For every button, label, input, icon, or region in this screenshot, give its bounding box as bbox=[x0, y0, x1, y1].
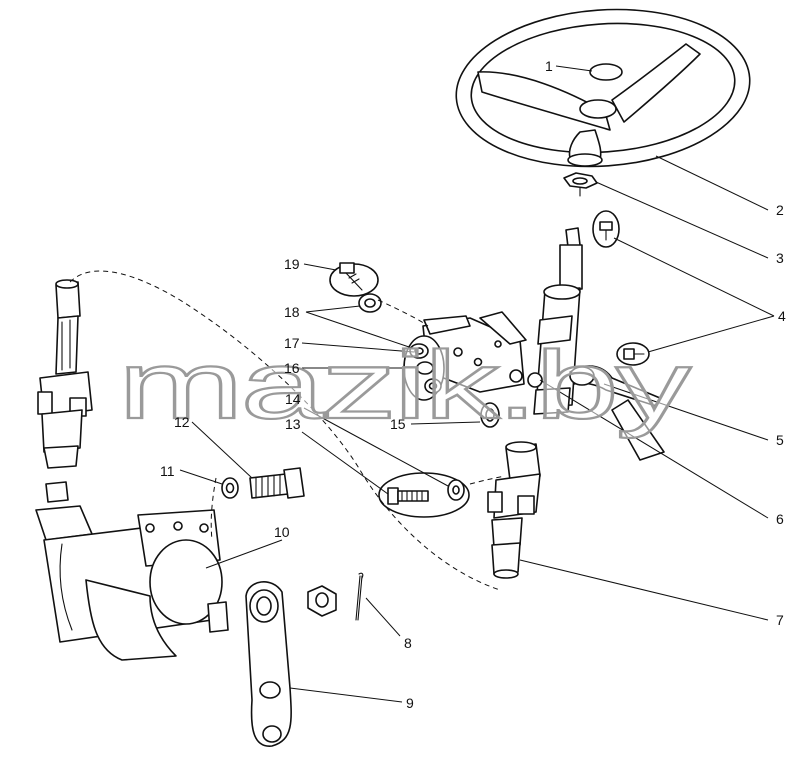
assembly-dashed-lines bbox=[69, 270, 506, 591]
callout-4: 4 bbox=[778, 308, 786, 324]
tilt-lever bbox=[569, 365, 665, 461]
callout-14: 14 bbox=[285, 391, 301, 407]
callout-10: 10 bbox=[274, 524, 290, 540]
callout-5: 5 bbox=[776, 432, 784, 448]
callout-1: 1 bbox=[545, 58, 553, 74]
bolt-group-13-14 bbox=[378, 472, 470, 518]
callout-9: 9 bbox=[406, 695, 414, 711]
callout-19: 19 bbox=[284, 256, 300, 272]
steering-wheel-nut bbox=[563, 172, 598, 197]
cotter-pin bbox=[355, 572, 364, 621]
horn-button-cap bbox=[589, 63, 623, 81]
washer-15 bbox=[480, 402, 500, 428]
castle-nut bbox=[307, 585, 337, 617]
callout-7: 7 bbox=[776, 612, 784, 628]
callout-11: 11 bbox=[160, 463, 175, 479]
bolt-12 bbox=[249, 467, 305, 499]
spring-washer-11 bbox=[221, 477, 239, 499]
steering-column bbox=[533, 227, 583, 415]
callout-18: 18 bbox=[284, 304, 300, 320]
callout-2: 2 bbox=[776, 202, 784, 218]
steering-wheel bbox=[455, 8, 751, 168]
mounting-screw-lower bbox=[616, 342, 650, 366]
callout-17: 17 bbox=[284, 335, 300, 351]
callout-labels: 1 2 3 4 5 6 7 8 9 10 11 12 13 14 15 16 1… bbox=[160, 58, 786, 711]
callout-15: 15 bbox=[390, 416, 406, 432]
callout-6: 6 bbox=[776, 511, 784, 527]
pitman-arm bbox=[245, 581, 292, 747]
callout-8: 8 bbox=[404, 635, 412, 651]
watermark: mazik.by bbox=[118, 332, 691, 439]
leader-lines bbox=[179, 65, 775, 703]
callout-12: 12 bbox=[174, 414, 190, 430]
mounting-screw-upper bbox=[592, 210, 620, 248]
callout-13: 13 bbox=[285, 416, 301, 432]
steering-gear-box bbox=[35, 481, 229, 661]
lower-intermediate-shaft bbox=[487, 441, 541, 579]
washer-18 bbox=[358, 293, 382, 313]
upper-intermediate-shaft bbox=[37, 279, 93, 469]
bolt-19 bbox=[329, 262, 379, 297]
column-bracket bbox=[422, 311, 543, 393]
callout-3: 3 bbox=[776, 250, 784, 266]
callout-16: 16 bbox=[284, 360, 300, 376]
